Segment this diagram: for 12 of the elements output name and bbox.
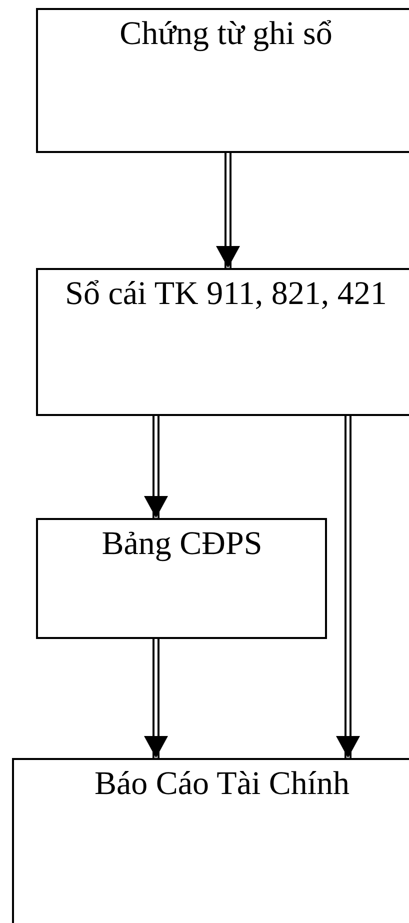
arrow [144, 416, 168, 518]
arrow [336, 416, 360, 758]
box-label: Bảng CĐPS [100, 525, 264, 564]
arrow [216, 153, 240, 268]
box-label: Chứng từ ghi sổ [118, 15, 334, 54]
process-box [12, 758, 409, 923]
box-label: Báo Cáo Tài Chính [93, 765, 351, 804]
box-label: Sổ cái TK 911, 821, 421 [64, 275, 388, 314]
process-box [36, 518, 327, 639]
process-box [36, 8, 409, 153]
process-box [36, 268, 409, 416]
arrow [144, 639, 168, 758]
